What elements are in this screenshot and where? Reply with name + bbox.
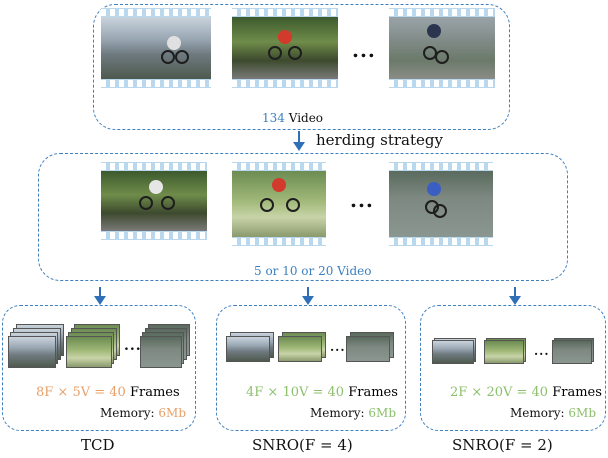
ellipsis: ... bbox=[330, 340, 346, 354]
snro-f4-memory: Memory: 6Mb bbox=[310, 406, 396, 420]
cyclist-figure bbox=[278, 30, 292, 44]
selected-thumbnail-2 bbox=[232, 162, 326, 246]
arrow-down-icon bbox=[298, 131, 300, 143]
video-count-caption: 134 Video bbox=[262, 111, 323, 125]
video-thumbnail-2 bbox=[232, 8, 338, 88]
snro-f2-formula: 2F × 20V = 40 Frames bbox=[450, 385, 602, 400]
ellipsis: ... bbox=[534, 344, 550, 358]
snro-f4-formula: 4F × 10V = 40 Frames bbox=[246, 385, 398, 400]
snro-f2-memory: Memory: 6Mb bbox=[510, 406, 596, 420]
selected-thumbnail-3 bbox=[389, 162, 493, 246]
arrow-down-icon bbox=[514, 287, 516, 297]
ellipsis: ... bbox=[124, 338, 142, 354]
video-thumbnail-3 bbox=[389, 8, 495, 88]
selected-count-caption: 5 or 10 or 20 Video bbox=[254, 264, 371, 278]
cyclist-figure bbox=[427, 182, 441, 196]
ellipsis: ... bbox=[352, 38, 376, 62]
cyclist-figure bbox=[427, 24, 441, 38]
video-thumbnail-1 bbox=[101, 8, 211, 88]
tcd-memory: Memory: 6Mb bbox=[100, 406, 186, 420]
snro-f4-label: SNRO(F = 4) bbox=[252, 436, 353, 454]
cyclist-figure bbox=[272, 178, 286, 192]
cyclist-figure bbox=[167, 36, 181, 50]
selected-thumbnail-1 bbox=[101, 162, 207, 240]
arrow-down-icon bbox=[307, 287, 309, 297]
cyclist-figure bbox=[149, 180, 163, 194]
tcd-label: TCD bbox=[81, 436, 115, 454]
herding-strategy-label: herding strategy bbox=[316, 131, 443, 149]
ellipsis: ... bbox=[350, 188, 374, 212]
arrow-down-icon bbox=[99, 287, 101, 297]
snro-f2-label: SNRO(F = 2) bbox=[452, 436, 553, 454]
tcd-formula: 8F × 5V = 40 Frames bbox=[36, 385, 180, 400]
